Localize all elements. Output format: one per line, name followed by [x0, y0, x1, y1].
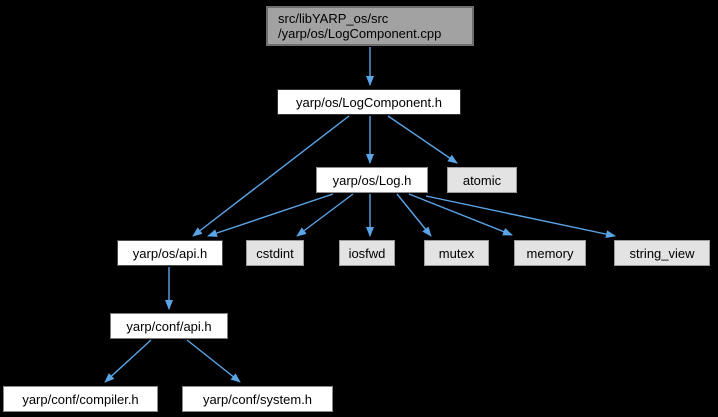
node-cstdint: cstdint: [246, 240, 304, 266]
node-conf-system-h[interactable]: yarp/conf/system.h: [182, 386, 333, 412]
edge-logcomponent_h-atomic: [387, 115, 458, 164]
node-logcomponent-h[interactable]: yarp/os/LogComponent.h: [277, 89, 461, 115]
node-string-view: string_view: [614, 240, 710, 266]
node-logcomponent-cpp: src/libYARP_os/src /yarp/os/LogComponent…: [266, 6, 474, 46]
node-conf-compiler-h[interactable]: yarp/conf/compiler.h: [3, 386, 158, 412]
edge-log_h-memory: [408, 193, 513, 236]
edge-conf_api_h-system_h: [186, 339, 241, 383]
edge-conf_api_h-compiler_h: [104, 339, 152, 383]
edge-log_h-mutex: [396, 193, 432, 237]
edge-logcomponent_h-os_api_h: [192, 115, 350, 237]
node-iosfwd: iosfwd: [339, 240, 395, 266]
edge-log_h-cstdint: [296, 193, 354, 237]
node-atomic: atomic: [447, 167, 517, 193]
edge-log_h-os_api_h: [207, 193, 334, 237]
node-log-h[interactable]: yarp/os/Log.h: [316, 167, 428, 193]
node-conf-api-h[interactable]: yarp/conf/api.h: [110, 313, 228, 339]
node-memory: memory: [514, 240, 586, 266]
node-os-api-h[interactable]: yarp/os/api.h: [117, 240, 223, 266]
node-mutex: mutex: [424, 240, 489, 266]
edge-log_h-string_view: [425, 195, 616, 239]
